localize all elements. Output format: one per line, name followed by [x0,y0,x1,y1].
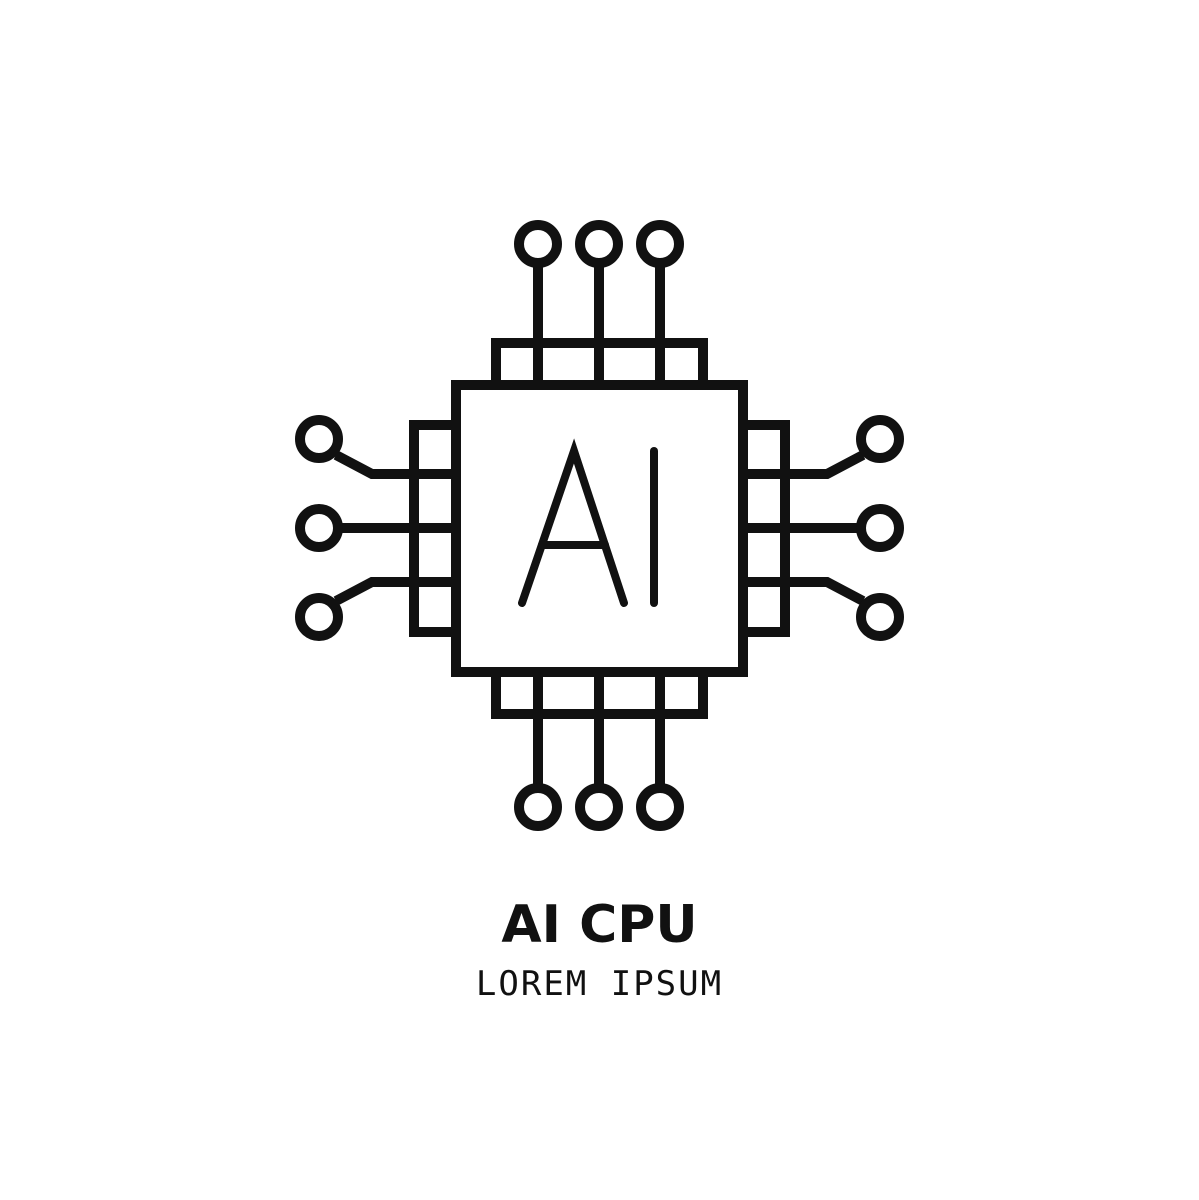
terminal-node [636,220,684,268]
logo-subtitle: LOREM IPSUM [475,964,724,1004]
terminal-node [575,220,623,268]
terminal-node [636,783,684,831]
terminal-node [514,783,562,831]
terminal-node [856,504,904,552]
terminal-node [856,415,904,463]
terminal-node [575,783,623,831]
terminal-node [514,220,562,268]
terminal-node [295,415,343,463]
logo-title: AI CPU [501,895,698,955]
terminal-node [295,504,343,552]
terminal-node [295,593,343,641]
chip-label-glyphs [518,438,658,607]
terminal-node [856,593,904,641]
